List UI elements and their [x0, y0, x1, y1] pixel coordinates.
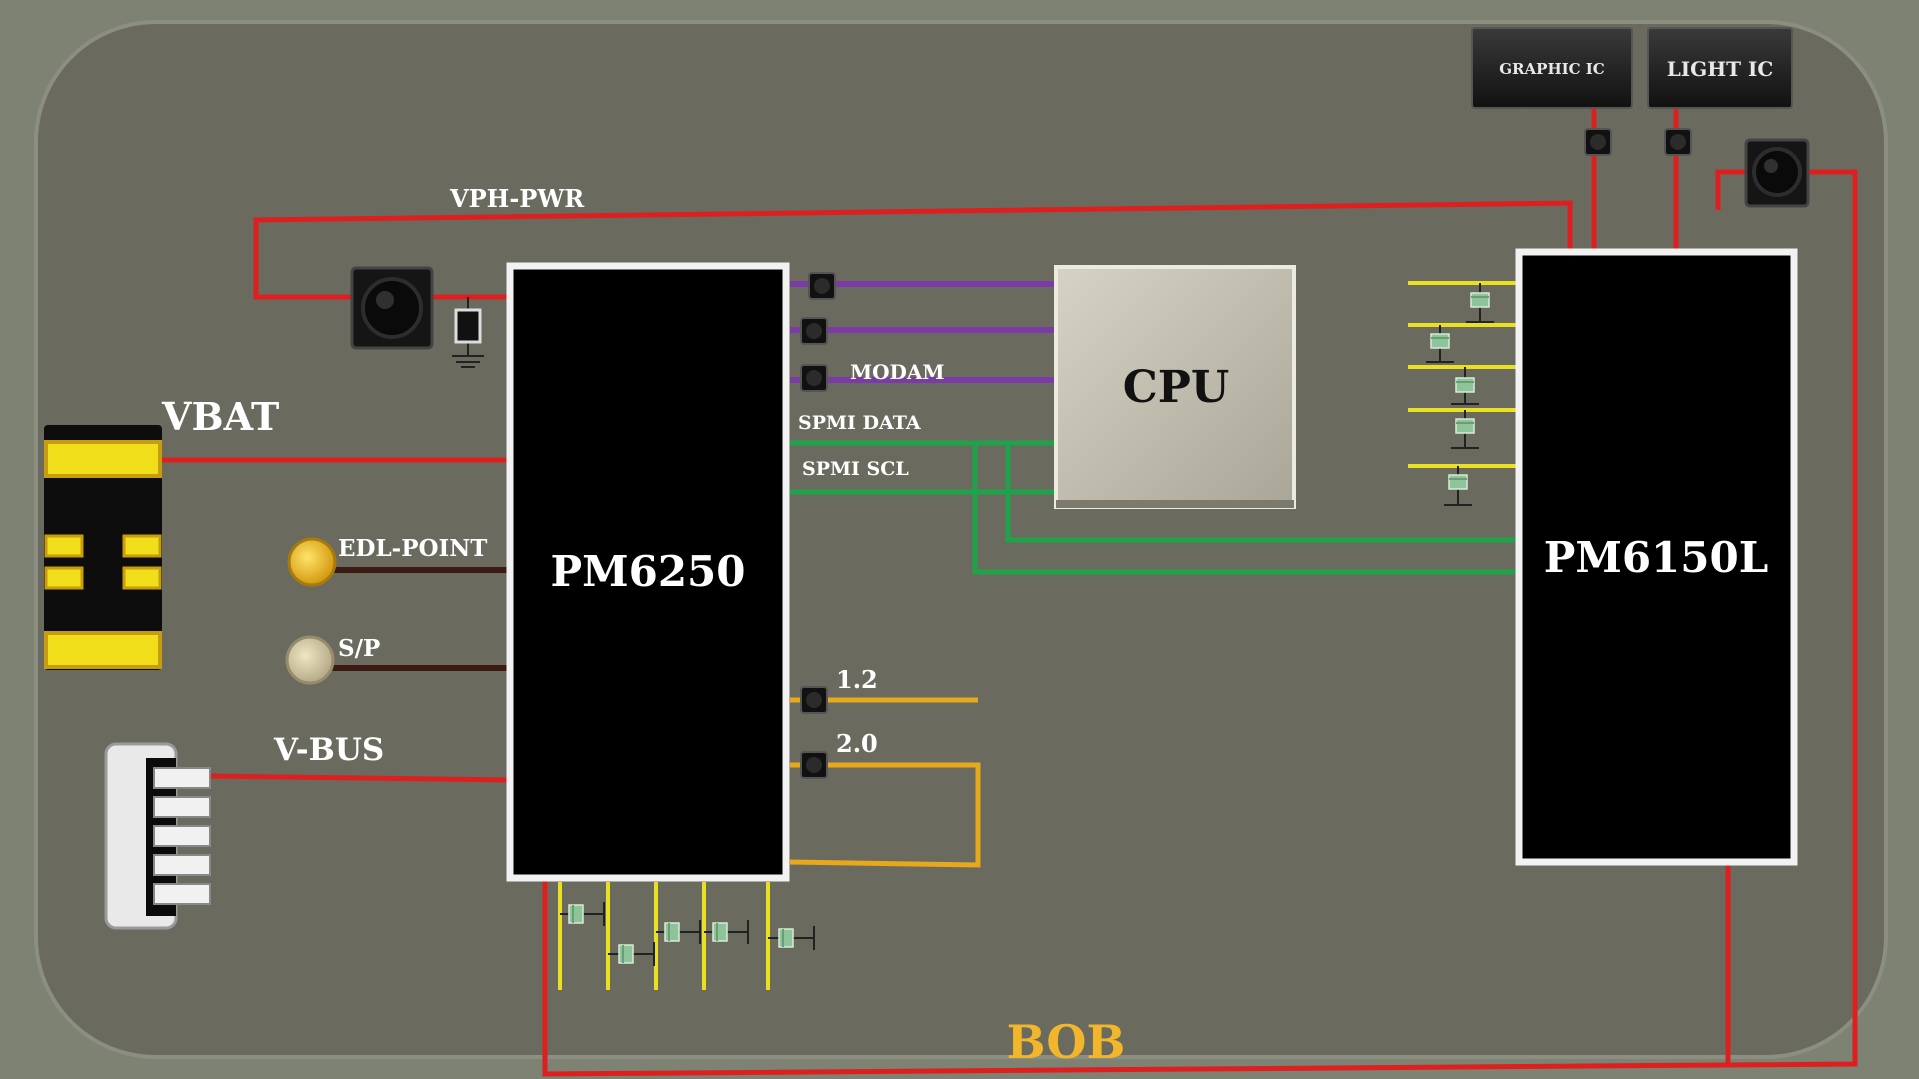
bob-inductor	[1744, 138, 1810, 208]
sp-label: S/P	[338, 635, 380, 662]
spmi-wires	[790, 440, 1520, 575]
spmi-data-to-pm6150l	[1005, 443, 1520, 543]
pm6250-chip[interactable]: PM6250	[506, 262, 790, 882]
light-ic-small-chip	[1664, 128, 1692, 156]
vph-pwr-line	[253, 200, 1573, 300]
vph-pwr-label: VPH-PWR	[449, 184, 585, 213]
cpu-chip[interactable]: CPU	[1054, 265, 1296, 509]
vbus-line	[209, 773, 511, 783]
rail-2-0-label: 2.0	[836, 729, 878, 758]
spmi-scl-label: SPMI SCL	[802, 458, 909, 480]
rail-1-2-label: 1.2	[836, 665, 878, 694]
cpu-label: CPU	[1123, 362, 1229, 413]
modam-label: MODAM	[850, 360, 945, 384]
edl-point-pad[interactable]	[287, 537, 337, 587]
pm6150l-label: PM6150L	[1544, 533, 1769, 582]
vph-capacitor	[452, 297, 484, 368]
pcb-board	[34, 20, 1888, 1059]
vph-inductor	[350, 266, 434, 350]
light-ic-chip[interactable]: LIGHT IC	[1647, 27, 1793, 109]
vbat-label: VBAT	[161, 394, 279, 439]
labels: VPH-PWR VBAT EDL-POINT S/P V-BUS MODAM S…	[161, 184, 945, 768]
pm6150l-chip[interactable]: PM6150L	[1515, 248, 1798, 866]
pm6150l-decaps	[1408, 281, 1520, 506]
rail-2-0-line	[789, 762, 981, 868]
graphic-ic-small-chip	[1584, 128, 1612, 156]
power-wires	[162, 108, 1858, 1077]
bob-label: BOB	[1007, 1015, 1126, 1069]
graphic-ic-chip[interactable]: GRAPHIC IC	[1471, 27, 1633, 109]
spmi-data-label: SPMI DATA	[798, 412, 921, 434]
bob-line	[542, 169, 1858, 1077]
spmi-scl-to-pm6150l	[972, 443, 1520, 575]
sp-pad[interactable]	[285, 635, 335, 685]
usb-connector	[104, 742, 211, 930]
light-ic-label: LIGHT IC	[1667, 57, 1774, 81]
graphic-ic-label: GRAPHIC IC	[1499, 60, 1605, 78]
vbus-label: V-BUS	[273, 732, 384, 768]
edl-point-label: EDL-POINT	[338, 535, 487, 562]
edl-wires	[330, 567, 510, 671]
vbat-connector	[44, 425, 162, 670]
pm6250-label: PM6250	[551, 547, 746, 596]
pm6250-decaps	[558, 882, 815, 990]
